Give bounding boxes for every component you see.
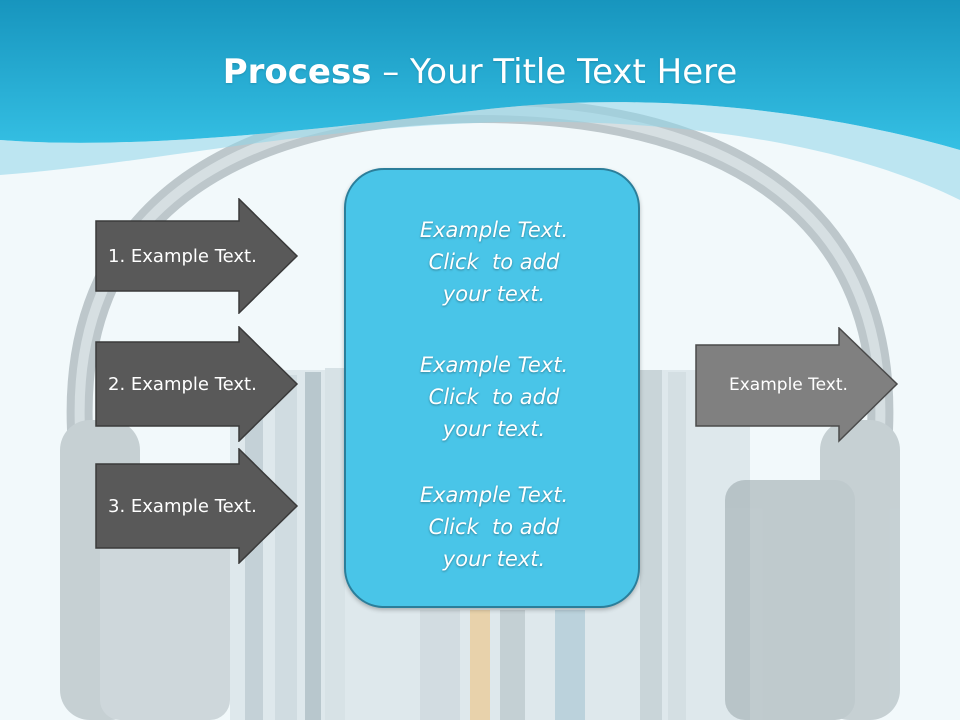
center-text-box[interactable]: Example Text. Click to add your text. Ex… [344, 168, 640, 608]
text-line: Example Text. [419, 483, 569, 507]
left-arrow-3[interactable]: 3. Example Text. [95, 448, 299, 564]
right-arrow[interactable]: Example Text. [695, 327, 899, 443]
text-line: Click to add [428, 385, 560, 409]
text-line: your text. [442, 282, 546, 306]
header-band [0, 0, 960, 150]
text-line: Click to add [428, 250, 560, 274]
arrow-label: 2. Example Text. [108, 373, 257, 395]
center-text-block-1[interactable]: Example Text. Click to add your text. [346, 214, 642, 310]
arrow-label: 3. Example Text. [108, 495, 257, 517]
text-line: Example Text. [419, 218, 569, 242]
center-text-block-2[interactable]: Example Text. Click to add your text. [346, 349, 642, 445]
slide-title: Process – Your Title Text Here [0, 52, 960, 92]
left-arrow-2[interactable]: 2. Example Text. [95, 326, 299, 442]
center-text-block-3[interactable]: Example Text. Click to add your text. [346, 479, 642, 575]
arrow-shape [95, 198, 299, 314]
text-line: Example Text. [419, 353, 569, 377]
arrow-shape [95, 448, 299, 564]
text-line: your text. [442, 417, 546, 441]
text-line: your text. [442, 547, 546, 571]
title-rest: – Your Title Text Here [371, 52, 738, 92]
text-line: Click to add [428, 515, 560, 539]
arrow-label: Example Text. [729, 375, 848, 395]
title-bold: Process [222, 52, 372, 92]
arrow-shape [695, 327, 899, 443]
arrow-shape [95, 326, 299, 442]
arrow-label: 1. Example Text. [108, 245, 257, 267]
left-arrow-1[interactable]: 1. Example Text. [95, 198, 299, 314]
